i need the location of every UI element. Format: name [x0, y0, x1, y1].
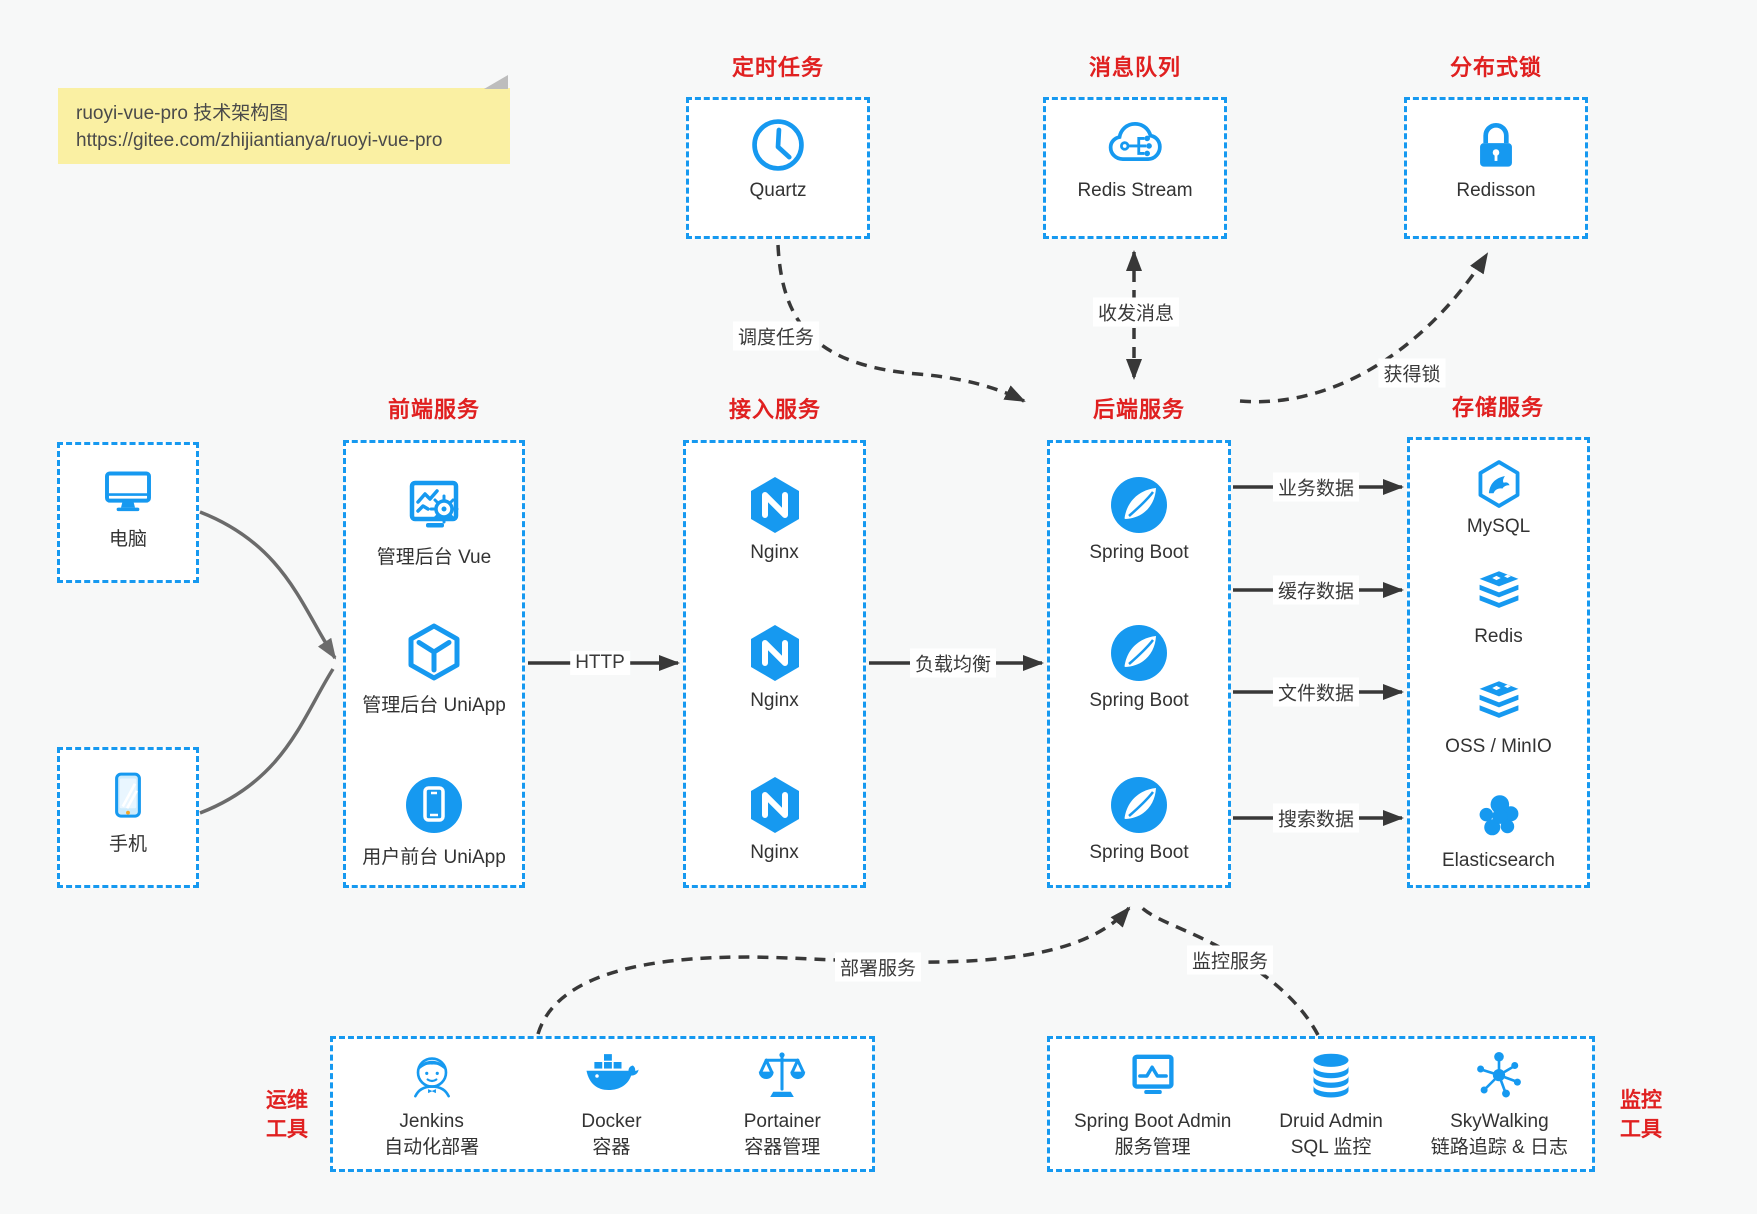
tool-sub-docker: 容器: [592, 1136, 631, 1158]
column-title-backend: 后端服务: [1092, 397, 1186, 422]
edge-label-deploy-services: 部署服务: [834, 952, 922, 982]
clock-icon: [748, 115, 808, 175]
elasticsearch-icon: [1472, 791, 1526, 845]
box-gateway-services: Nginx Nginx Nginx: [683, 440, 866, 888]
druid-db-icon: [1303, 1048, 1359, 1104]
group-title-message-queue: 消息队列: [1088, 55, 1182, 80]
uniapp-cube-icon: [402, 621, 466, 685]
nginx-icon: [743, 773, 807, 837]
tool-docker: Docker 容器: [581, 1048, 642, 1161]
node-label-redisson: Redisson: [1456, 180, 1536, 201]
edge-label-load-balance: 负载均衡: [909, 648, 997, 678]
node-label-quartz: Quartz: [749, 180, 807, 201]
note-title: ruoyi-vue-pro 技术架构图: [76, 103, 289, 124]
sticky-note: ruoyi-vue-pro 技术架构图 https://gitee.com/zh…: [58, 75, 510, 164]
node-label-springboot-1: Spring Boot: [1089, 542, 1189, 563]
edge-label-send-receive: 收发消息: [1092, 297, 1180, 327]
edge-label-acquire-lock: 获得锁: [1378, 358, 1446, 388]
tool-spring-boot-admin: Spring Boot Admin 服务管理: [1074, 1048, 1231, 1161]
group-title-distributed-lock: 分布式锁: [1449, 55, 1543, 80]
edge-label-monitor-services: 监控服务: [1186, 945, 1274, 975]
portainer-icon: [754, 1048, 810, 1104]
spring-icon: [1107, 473, 1171, 537]
box-client-mobile: 手机: [57, 747, 199, 888]
tool-sub-portainer: 容器管理: [744, 1136, 821, 1158]
tool-label-docker: Docker: [581, 1110, 642, 1132]
edge-label-schedule-tasks: 调度任务: [732, 321, 820, 351]
docker-icon: [583, 1048, 639, 1104]
node-label-pc: 电脑: [108, 529, 147, 550]
box-redis-stream: Redis Stream: [1043, 97, 1227, 239]
tool-label-portainer: Portainer: [743, 1110, 821, 1132]
tool-sub-druid: SQL 监控: [1290, 1136, 1372, 1158]
sba-monitor-icon: [1125, 1048, 1181, 1104]
spring-icon: [1107, 621, 1171, 685]
node-label-nginx-3: Nginx: [750, 842, 799, 863]
column-title-storage: 存储服务: [1451, 395, 1545, 420]
tool-jenkins: Jenkins 自动化部署: [384, 1048, 479, 1161]
redis-stack-icon: [1472, 567, 1526, 621]
box-storage-services: MySQL Redis OSS / MinIO Elasticsearch: [1407, 437, 1590, 888]
node-label-oss-minio: OSS / MinIO: [1445, 736, 1552, 757]
edge-label-file-data: 文件数据: [1272, 677, 1360, 707]
node-label-nginx-1: Nginx: [750, 542, 799, 563]
tool-label-sba: Spring Boot Admin: [1073, 1110, 1232, 1132]
box-ops-tools: Jenkins 自动化部署 Docker 容器 Portainer 容器管理: [330, 1036, 875, 1172]
tool-label-druid: Druid Admin: [1279, 1110, 1383, 1132]
nginx-icon: [743, 621, 807, 685]
tool-sub-jenkins: 自动化部署: [384, 1136, 480, 1158]
node-label-elasticsearch: Elasticsearch: [1442, 850, 1555, 871]
node-label-mobile: 手机: [108, 834, 147, 855]
node-label-user-uniapp: 用户前台 UniApp: [362, 847, 506, 868]
box-backend-services: Spring Boot Spring Boot Spring Boot: [1047, 440, 1231, 888]
lock-icon: [1466, 115, 1526, 175]
tool-sub-skywalking: 链路追踪 & 日志: [1430, 1136, 1568, 1158]
mysql-icon: [1472, 457, 1526, 511]
box-monitor-tools: Spring Boot Admin 服务管理 Druid Admin SQL 监…: [1047, 1036, 1595, 1172]
node-label-mysql: MySQL: [1466, 516, 1531, 537]
edge-label-search-data: 搜索数据: [1272, 803, 1360, 833]
user-app-icon: [402, 773, 466, 837]
edge-label-cache-data: 缓存数据: [1272, 575, 1360, 605]
tool-druid-admin: Druid Admin SQL 监控: [1279, 1048, 1383, 1161]
edge-label-http: HTTP: [570, 651, 630, 675]
box-frontend-services: 管理后台 Vue 管理后台 UniApp 用户前台 UniApp: [343, 440, 525, 888]
jenkins-icon: [404, 1048, 460, 1104]
box-quartz: Quartz: [686, 97, 870, 239]
note-url: https://gitee.com/zhijiantianya/ruoyi-vu…: [76, 130, 443, 151]
oss-stack-icon: [1472, 677, 1526, 731]
node-label-admin-uniapp: 管理后台 UniApp: [362, 695, 506, 716]
desktop-icon: [100, 463, 156, 519]
node-label-redis-stream: Redis Stream: [1077, 180, 1193, 201]
tool-sub-sba: 服务管理: [1114, 1136, 1191, 1158]
node-label-redis: Redis: [1474, 626, 1523, 647]
node-label-springboot-2: Spring Boot: [1089, 690, 1189, 711]
tool-label-skywalking: SkyWalking: [1450, 1110, 1549, 1132]
spring-icon: [1107, 773, 1171, 837]
column-title-frontend: 前端服务: [387, 397, 481, 422]
cloud-mq-icon: [1105, 115, 1165, 175]
group-title-scheduled-tasks: 定时任务: [731, 55, 825, 80]
side-label-ops-tools: 运维工具: [266, 1089, 308, 1141]
side-label-monitor-tools: 监控工具: [1620, 1089, 1662, 1141]
node-label-nginx-2: Nginx: [750, 690, 799, 711]
nginx-icon: [743, 473, 807, 537]
column-title-gateway: 接入服务: [728, 397, 822, 422]
node-label-admin-vue: 管理后台 Vue: [376, 547, 492, 568]
box-client-pc: 电脑: [57, 442, 199, 583]
tool-skywalking: SkyWalking 链路追踪 & 日志: [1431, 1048, 1568, 1161]
node-label-springboot-3: Spring Boot: [1089, 842, 1189, 863]
tool-label-jenkins: Jenkins: [399, 1110, 464, 1132]
skywalking-icon: [1471, 1048, 1527, 1104]
tool-portainer: Portainer 容器管理: [744, 1048, 821, 1161]
box-redisson: Redisson: [1404, 97, 1588, 239]
mobile-icon: [100, 768, 156, 824]
admin-vue-icon: [402, 473, 466, 537]
edge-label-business-data: 业务数据: [1272, 472, 1360, 502]
